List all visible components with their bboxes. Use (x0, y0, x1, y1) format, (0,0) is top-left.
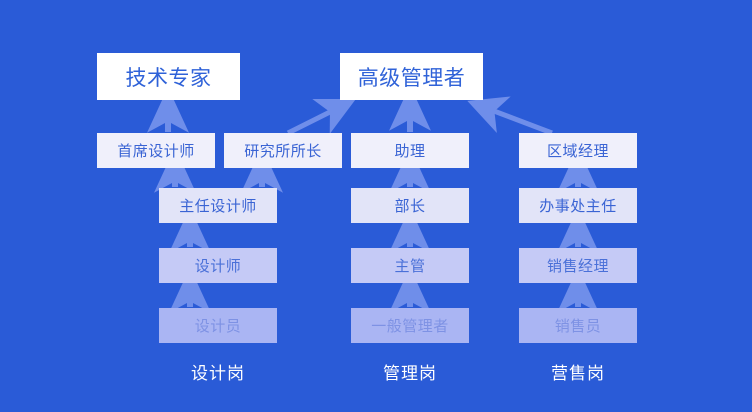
node-supervisor-label: 主管 (394, 258, 426, 275)
edge-regional-manager-to-senior-manager (467, 96, 553, 136)
node-institute-director[interactable]: 研究所所长 (224, 133, 342, 168)
node-chief-designer-label: 首席设计师 (117, 143, 195, 160)
column-label-design: 设计岗 (159, 358, 277, 384)
node-supervisor[interactable]: 主管 (351, 248, 469, 283)
node-designer-label: 设计师 (194, 258, 242, 275)
node-salesperson[interactable]: 销售员 (519, 308, 637, 343)
node-general-manager[interactable]: 一般管理者 (351, 308, 469, 343)
node-assistant[interactable]: 助理 (351, 133, 469, 168)
edge-institute-director-to-senior-manager (286, 99, 356, 136)
column-label-design-text: 设计岗 (191, 363, 245, 383)
column-label-sales: 营售岗 (519, 358, 637, 384)
column-label-management-text: 管理岗 (383, 363, 437, 383)
node-salesperson-label: 销售员 (554, 318, 602, 335)
node-lead-designer[interactable]: 主任设计师 (159, 188, 277, 223)
node-junior-designer[interactable]: 设计员 (159, 308, 277, 343)
node-regional-manager-label: 区域经理 (546, 143, 609, 160)
node-senior-manager-label: 高级管理者 (357, 66, 466, 90)
node-office-director[interactable]: 办事处主任 (519, 188, 637, 223)
node-department-head-label: 部长 (394, 198, 426, 215)
node-sales-manager[interactable]: 销售经理 (519, 248, 637, 283)
node-assistant-label: 助理 (394, 143, 426, 160)
node-chief-designer[interactable]: 首席设计师 (97, 133, 215, 168)
node-senior-manager[interactable]: 高级管理者 (340, 53, 483, 100)
node-tech-expert[interactable]: 技术专家 (97, 53, 240, 100)
column-label-management: 管理岗 (351, 358, 469, 384)
node-regional-manager[interactable]: 区域经理 (519, 133, 637, 168)
node-junior-designer-label: 设计员 (194, 318, 242, 335)
node-lead-designer-label: 主任设计师 (179, 198, 257, 215)
node-sales-manager-label: 销售经理 (546, 258, 609, 275)
node-designer[interactable]: 设计师 (159, 248, 277, 283)
column-label-sales-text: 营售岗 (551, 363, 605, 383)
node-department-head[interactable]: 部长 (351, 188, 469, 223)
node-office-director-label: 办事处主任 (539, 198, 617, 215)
node-tech-expert-label: 技术专家 (125, 66, 212, 90)
node-institute-director-label: 研究所所长 (244, 143, 322, 160)
node-general-manager-label: 一般管理者 (371, 318, 449, 335)
